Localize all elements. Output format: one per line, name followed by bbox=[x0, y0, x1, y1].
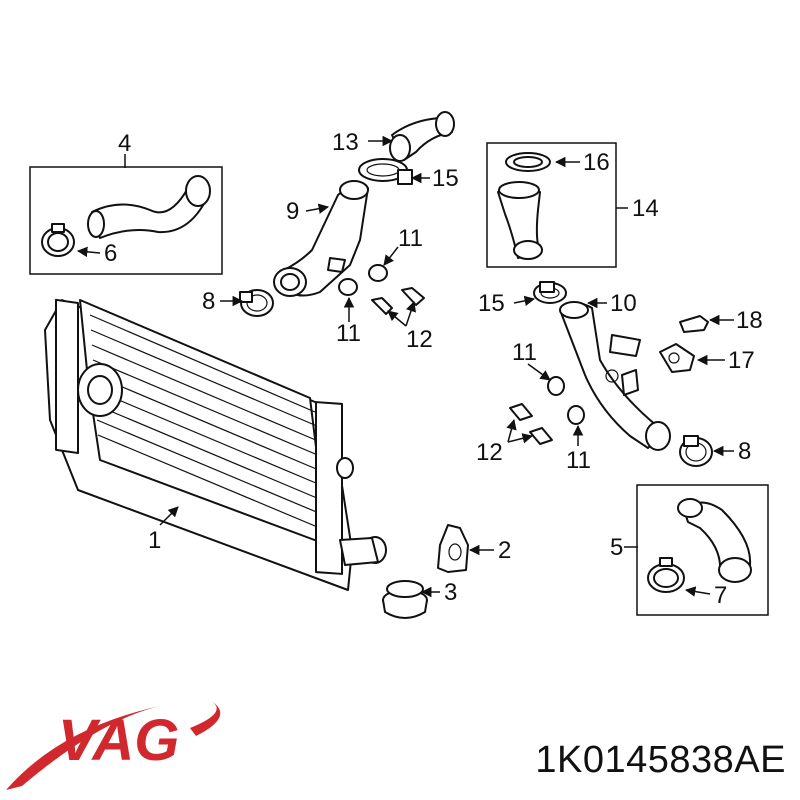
logo-swoosh-icon bbox=[6, 706, 160, 790]
callout-8-right: 8 bbox=[738, 438, 751, 465]
grommet-part bbox=[382, 580, 428, 619]
callout-11-upper-left: 11 bbox=[336, 320, 361, 347]
callout-11-lower-top: 11 bbox=[512, 339, 537, 366]
callout-2: 2 bbox=[498, 537, 511, 564]
callout-15-upper: 15 bbox=[432, 165, 459, 192]
callout-16: 16 bbox=[583, 149, 610, 176]
callout-labels: 1 2 3 4 5 6 7 8 8 9 10 11 11 11 11 12 12… bbox=[104, 129, 763, 609]
callout-10: 10 bbox=[610, 290, 637, 317]
part-number: 1K0145838AE bbox=[535, 739, 786, 781]
right-lower-clamp-part bbox=[679, 435, 713, 467]
callout-14: 14 bbox=[632, 195, 659, 222]
callout-17: 17 bbox=[728, 347, 755, 374]
hose-kit-box-5 bbox=[636, 484, 769, 616]
callout-4: 4 bbox=[118, 130, 131, 157]
callout-5: 5 bbox=[610, 534, 623, 561]
leader-lines bbox=[76, 135, 734, 598]
brand-logo-text: VAG bbox=[58, 708, 179, 773]
callout-11-upper-right: 11 bbox=[398, 225, 423, 252]
hose-kit-box-14 bbox=[486, 142, 617, 268]
callout-6: 6 bbox=[104, 240, 117, 267]
mount-bracket-part bbox=[437, 524, 469, 573]
upper-hose-part bbox=[389, 111, 455, 162]
callout-12-lower: 12 bbox=[476, 439, 503, 466]
charge-pipe-part bbox=[273, 180, 369, 297]
upper-clamp-part bbox=[358, 158, 413, 185]
callout-1: 1 bbox=[148, 527, 161, 554]
right-clamp-part bbox=[533, 281, 567, 304]
callout-7: 7 bbox=[714, 582, 727, 609]
left-clamp-part bbox=[239, 289, 274, 317]
lower-fasteners bbox=[509, 376, 585, 445]
hose-kit-box-4 bbox=[29, 166, 223, 275]
vag-logo: VAG bbox=[6, 700, 221, 790]
outlet-pipe-part bbox=[559, 301, 671, 451]
callout-11-lower-bottom: 11 bbox=[566, 447, 591, 474]
callout-9: 9 bbox=[286, 198, 299, 225]
upper-fasteners bbox=[338, 264, 425, 315]
callout-18: 18 bbox=[736, 307, 763, 334]
callout-8-left: 8 bbox=[202, 288, 215, 315]
callout-12-upper: 12 bbox=[406, 326, 433, 353]
sensor-parts bbox=[659, 315, 709, 373]
callout-15-right: 15 bbox=[478, 290, 505, 317]
callout-13: 13 bbox=[332, 129, 359, 156]
callout-3: 3 bbox=[444, 579, 457, 606]
intercooler-part bbox=[44, 298, 387, 591]
